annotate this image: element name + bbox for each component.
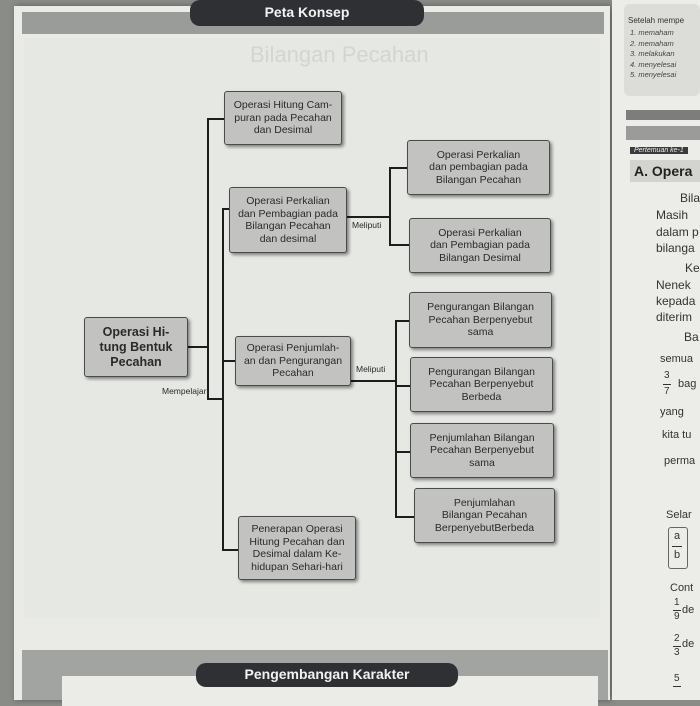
body-text: Bila — [680, 191, 700, 205]
body-text: kepada — [656, 294, 696, 308]
fraction-box — [668, 527, 688, 569]
fraction-bar — [673, 686, 681, 687]
list-item: 1. memaham — [630, 28, 674, 37]
root-node: Operasi Hi- tung Bentuk Pecahan — [84, 317, 188, 377]
connector-line — [350, 380, 396, 382]
connector-line — [346, 216, 390, 218]
branch-node-application: Penerapan Operasi Hitung Pecahan dan Des… — [238, 516, 356, 580]
connector-line — [207, 118, 225, 120]
list-item: 2. memaham — [630, 38, 674, 48]
leaf-node-addition-different: Penjumlahan Bilangan Pecahan Berpenyebut… — [414, 488, 555, 543]
connector-line — [222, 360, 236, 362]
right-page: Setelah mempe 1. memaham 2. memaham 3. m… — [612, 0, 700, 700]
body-text: kita tu — [662, 429, 692, 441]
fraction-numerator: a — [674, 530, 681, 542]
divider-bar — [626, 126, 700, 140]
body-text: Masih — [656, 208, 689, 222]
section-heading: A. Opera — [630, 160, 700, 182]
fraction-numerator: 3 — [664, 370, 670, 381]
fraction-bar — [673, 610, 681, 611]
connector-line — [389, 167, 391, 245]
objectives-intro: Setelah mempe — [628, 16, 685, 25]
fraction-denominator: 7 — [664, 386, 670, 397]
fraction-numerator: 2 — [674, 633, 680, 644]
body-text: Cont — [670, 582, 694, 594]
leaf-node-subtraction-different: Pengurangan Bilangan Pecahan Berpenyebut… — [410, 357, 553, 412]
body-text: bilanga — [656, 241, 695, 255]
connector-line — [222, 549, 238, 551]
fraction-bar — [672, 546, 682, 547]
connector-line — [395, 451, 411, 453]
edge-label-meliputi: Meliputi — [356, 364, 386, 374]
connector-line — [188, 346, 208, 348]
page-title: Peta Konsep — [190, 0, 424, 26]
body-text: bag — [678, 378, 697, 390]
watermark-text: Bilangan Pecahan — [250, 42, 429, 67]
edge-label-meliputi: Meliputi — [352, 220, 382, 230]
branch-node-mixed-operations: Operasi Hitung Cam- puran pada Pecahan d… — [224, 91, 342, 145]
objectives-box — [624, 4, 700, 96]
body-text: Ba — [684, 330, 699, 344]
divider-bar — [626, 110, 700, 120]
meeting-label: Pertemuan ke-1 — [630, 147, 688, 154]
connector-line — [222, 208, 224, 550]
body-text: dalam p — [656, 225, 699, 239]
fraction-bar — [673, 646, 681, 647]
connector-line — [389, 244, 410, 246]
body-text: diterim — [656, 310, 693, 324]
list-item: 5. menyelesai — [630, 70, 677, 79]
connector-line — [207, 398, 223, 400]
list-item: 4. menyelesai — [630, 59, 677, 69]
body-text: yang — [660, 406, 684, 418]
leaf-node-addition-same: Penjumlahan Bilangan Pecahan Berpenyebut… — [410, 423, 554, 478]
leaf-node-decimal-multiplication: Operasi Perkalian dan Pembagian pada Bil… — [409, 218, 551, 273]
body-text: Nenek — [656, 278, 691, 292]
connector-line — [395, 320, 397, 517]
fraction-denominator: 9 — [674, 611, 680, 622]
fraction-numerator: 5 — [674, 673, 680, 684]
body-text: de — [682, 638, 695, 650]
branch-node-multiplication-division: Operasi Perkalian dan Pembagian pada Bil… — [229, 187, 347, 253]
connector-line — [395, 516, 415, 518]
connector-line — [395, 320, 410, 322]
fraction-bar — [663, 384, 671, 385]
root-edge-label: Mempelajari — [162, 386, 209, 396]
fraction-denominator: 3 — [674, 647, 680, 658]
body-text: perma — [664, 455, 696, 467]
body-text: Ke — [685, 261, 700, 275]
connector-line — [222, 208, 230, 210]
body-text: de — [682, 604, 695, 616]
objectives-list: 1. memaham 2. memaham 3. melakukan 4. me… — [630, 28, 676, 81]
list-item: 3. melakukan — [630, 49, 675, 58]
body-text: Selar — [666, 509, 692, 521]
leaf-node-fraction-multiplication: Operasi Perkalian dan pembagian pada Bil… — [407, 140, 550, 195]
footer-title: Pengembangan Karakter — [196, 663, 458, 687]
fraction-denominator: b — [674, 549, 681, 561]
branch-node-addition-subtraction: Operasi Penjumlah- an dan Pengurangan Pe… — [235, 336, 351, 386]
fraction-numerator: 1 — [674, 597, 680, 608]
connector-line — [389, 167, 408, 169]
connector-line — [395, 385, 411, 387]
body-text: semua — [660, 353, 694, 365]
connector-line — [207, 118, 209, 399]
leaf-node-subtraction-same: Pengurangan Bilangan Pecahan Berpenyebut… — [409, 292, 552, 348]
